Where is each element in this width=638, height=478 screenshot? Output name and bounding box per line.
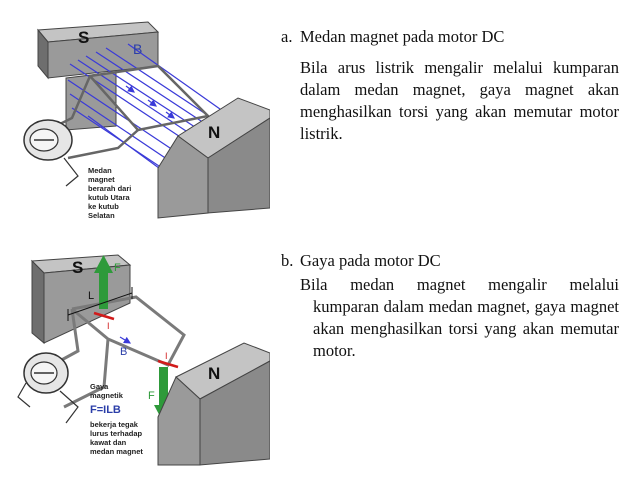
svg-text:kawat dan: kawat dan (90, 438, 127, 447)
section-a-body: Bila arus listrik mengalir melalui kumpa… (300, 58, 619, 143)
svg-text:berarah dari: berarah dari (88, 184, 131, 193)
svg-text:magnet: magnet (88, 175, 115, 184)
svg-text:F: F (114, 262, 121, 274)
current-mark-bottom (157, 359, 179, 369)
section-a-heading: a. Medan magnet pada motor DC (281, 27, 619, 47)
current-label-top: I (107, 321, 110, 331)
section-a-title: Medan magnet pada motor DC (300, 27, 505, 46)
section-b-heading: b. Gaya pada motor DC (281, 251, 619, 271)
section-motor-force: b. Gaya pada motor DC Bila medan magnet m… (281, 251, 619, 362)
svg-text:medan magnet: medan magnet (90, 447, 143, 456)
current-label-bottom: I (165, 351, 168, 361)
field-b-label: B (120, 346, 127, 358)
svg-text:Selatan: Selatan (88, 211, 115, 220)
section-b-body: Bila medan magnet mengalir melalui kumpa… (300, 274, 619, 362)
south-magnet: S (30, 254, 132, 345)
force-arrow-up: F (94, 255, 121, 309)
commutator (17, 352, 79, 424)
length-dimension (67, 287, 133, 321)
svg-text:ke kutub: ke kutub (88, 202, 119, 211)
section-b-body-first: Bila medan magnet mengalir melalui (300, 275, 619, 294)
field-b-label: B (133, 41, 142, 57)
current-mark-top (93, 311, 115, 321)
length-label: L (88, 290, 94, 302)
north-magnet: N (157, 342, 270, 466)
figure-motor-force: S F F I I L B (8, 247, 270, 469)
svg-text:F=ILB: F=ILB (90, 404, 121, 416)
coil-loop (55, 295, 186, 409)
south-pole-label: S (72, 258, 83, 277)
figure-a-caption: Medan magnet berarah dari kutub Utara ke… (88, 166, 131, 220)
north-pole-label: N (208, 364, 220, 383)
svg-text:lurus terhadap: lurus terhadap (90, 429, 143, 438)
svg-text:magnetik: magnetik (90, 391, 124, 400)
svg-text:Medan: Medan (88, 166, 112, 175)
commutator (23, 119, 79, 187)
svg-text:kutub Utara: kutub Utara (88, 193, 131, 202)
section-b-title: Gaya pada motor DC (300, 251, 441, 270)
section-a-marker: a. (281, 27, 293, 46)
north-magnet: N (157, 97, 270, 219)
figure-magnetic-field: S B (8, 8, 270, 223)
svg-text:Gaya: Gaya (90, 382, 109, 391)
south-pole-label: S (78, 28, 89, 47)
svg-text:F: F (148, 390, 155, 402)
svg-text:bekerja tegak: bekerja tegak (90, 420, 139, 429)
figure-b-caption: Gaya magnetik F=ILB bekerja tegak lurus … (90, 382, 143, 456)
section-magnetic-field: a. Medan magnet pada motor DC Bila arus l… (281, 27, 619, 145)
section-b-body-rest: kumparan dalam medan magnet, gaya magnet… (313, 297, 619, 360)
north-pole-label: N (208, 123, 220, 142)
south-magnet: S (36, 21, 160, 131)
section-b-marker: b. (281, 251, 294, 270)
motor-field-diagram: S B (23, 21, 270, 220)
motor-force-diagram: S F F I I L B (17, 254, 270, 466)
